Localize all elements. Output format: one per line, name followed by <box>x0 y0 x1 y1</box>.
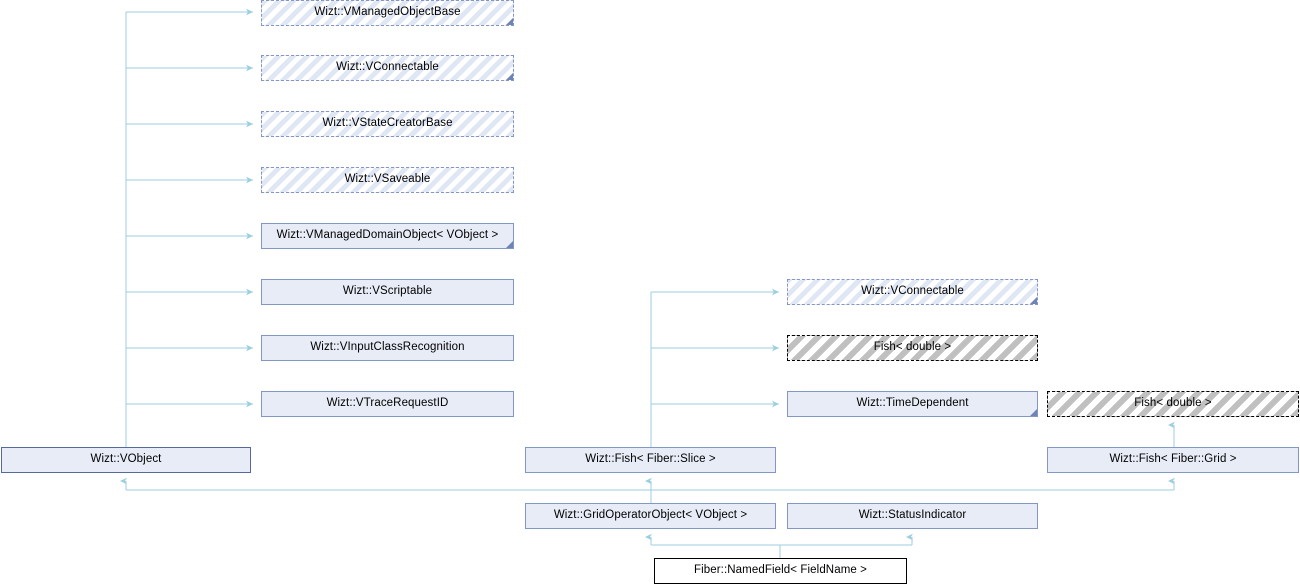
node-label: Wizt::VManagedObjectBase <box>314 6 461 19</box>
node-label: Wizt::TimeDependent <box>856 397 969 410</box>
node-wizt-vtracerequestid[interactable]: Wizt::VTraceRequestID <box>261 391 514 417</box>
node-wizt-vstatecreatorbase[interactable]: Wizt::VStateCreatorBase <box>261 111 514 137</box>
node-fish-double-right[interactable]: Fish< double > <box>1047 391 1299 417</box>
node-wizt-statusindicator[interactable]: Wizt::StatusIndicator <box>787 503 1038 529</box>
node-fiber-namedfield[interactable]: Fiber::NamedField< FieldName > <box>654 558 907 584</box>
folded-corner-icon <box>506 241 513 248</box>
node-wizt-vconnectable-left[interactable]: Wizt::VConnectable <box>261 55 514 81</box>
node-wizt-vinputclassrecognition[interactable]: Wizt::VInputClassRecognition <box>261 335 514 361</box>
node-wizt-vscriptable[interactable]: Wizt::VScriptable <box>261 279 514 305</box>
node-wizt-gridoperatorobject[interactable]: Wizt::GridOperatorObject< VObject > <box>525 503 776 529</box>
node-label: Wizt::VTraceRequestID <box>326 397 449 410</box>
node-label: Wizt::StatusIndicator <box>858 509 967 522</box>
node-label: Wizt::VManagedDomainObject< VObject > <box>276 229 499 242</box>
node-wizt-fish-slice[interactable]: Wizt::Fish< Fiber::Slice > <box>525 447 776 473</box>
node-label: Fiber::NamedField< FieldName > <box>693 564 867 577</box>
node-label: Fish< double > <box>1134 397 1212 410</box>
folded-corner-icon <box>506 73 513 80</box>
node-label: Wizt::VScriptable <box>342 285 433 298</box>
node-wizt-vmanageddomainobject[interactable]: Wizt::VManagedDomainObject< VObject > <box>261 223 514 249</box>
node-wizt-fish-grid[interactable]: Wizt::Fish< Fiber::Grid > <box>1047 447 1299 473</box>
node-label: Wizt::VSaveable <box>344 173 431 186</box>
folded-corner-icon <box>1030 409 1037 416</box>
node-wizt-vobject[interactable]: Wizt::VObject <box>1 447 251 473</box>
node-wizt-vconnectable-mid[interactable]: Wizt::VConnectable <box>787 279 1038 305</box>
node-label: Wizt::VConnectable <box>336 61 439 74</box>
folded-corner-icon <box>506 18 513 25</box>
node-label: Wizt::Fish< Fiber::Slice > <box>585 453 716 466</box>
folded-corner-icon <box>1030 297 1037 304</box>
node-label: Wizt::Fish< Fiber::Grid > <box>1109 453 1237 466</box>
node-label: Wizt::VConnectable <box>861 285 964 298</box>
node-label: Wizt::VInputClassRecognition <box>310 341 465 354</box>
node-wizt-vmanagedobjectbase[interactable]: Wizt::VManagedObjectBase <box>261 0 514 26</box>
node-label: Wizt::VStateCreatorBase <box>322 117 453 130</box>
node-label: Wizt::VObject <box>90 453 162 466</box>
node-label: Fish< double > <box>873 341 952 354</box>
node-wizt-vsaveable[interactable]: Wizt::VSaveable <box>261 167 514 193</box>
node-wizt-timedependent[interactable]: Wizt::TimeDependent <box>787 391 1038 417</box>
node-label: Wizt::GridOperatorObject< VObject > <box>553 509 748 522</box>
node-fish-double-mid[interactable]: Fish< double > <box>787 335 1038 361</box>
